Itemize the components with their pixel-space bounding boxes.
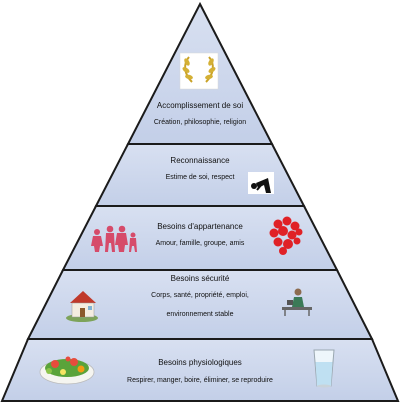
level-5-label: Besoins physiologiques Respirer, manger,…	[95, 358, 305, 386]
level-4-subtitle-2: environnement stable	[166, 311, 234, 318]
level-1-label: Accomplissement de soi Création, philoso…	[128, 101, 272, 128]
level-2-label: Reconnaissance Estime de soi, respect	[120, 156, 280, 183]
bowing-person-icon	[248, 172, 274, 194]
level-5-subtitle: Respirer, manger, boire, éliminer, se re…	[127, 377, 273, 384]
office-worker-icon	[282, 288, 312, 316]
level-1-title: Accomplissement de soi	[156, 101, 244, 110]
family-icon	[91, 225, 137, 252]
salad-icon	[39, 356, 95, 385]
level-3-title: Besoins d'appartenance	[157, 222, 243, 231]
hearts-icon	[269, 216, 303, 255]
level-2-subtitle: Estime de soi, respect	[165, 174, 235, 181]
house-icon	[66, 291, 98, 322]
level-3-label: Besoins d'appartenance Amour, famille, g…	[120, 222, 280, 249]
level-1-subtitle: Création, philosophie, religion	[153, 119, 247, 126]
water-glass-icon	[313, 349, 335, 388]
level-5-band	[0, 338, 400, 402]
level-2-title: Reconnaissance	[170, 156, 230, 165]
level-4-title: Besoins sécurité	[170, 274, 230, 283]
level-4-label: Besoins sécurité Corps, santé, propriété…	[110, 274, 290, 320]
level-3-subtitle: Amour, famille, groupe, amis	[155, 240, 245, 247]
level-5-title: Besoins physiologiques	[158, 358, 242, 367]
level-4-subtitle: Corps, santé, propriété, emploi,	[151, 292, 249, 299]
laurel-wreath-icon	[179, 52, 219, 90]
